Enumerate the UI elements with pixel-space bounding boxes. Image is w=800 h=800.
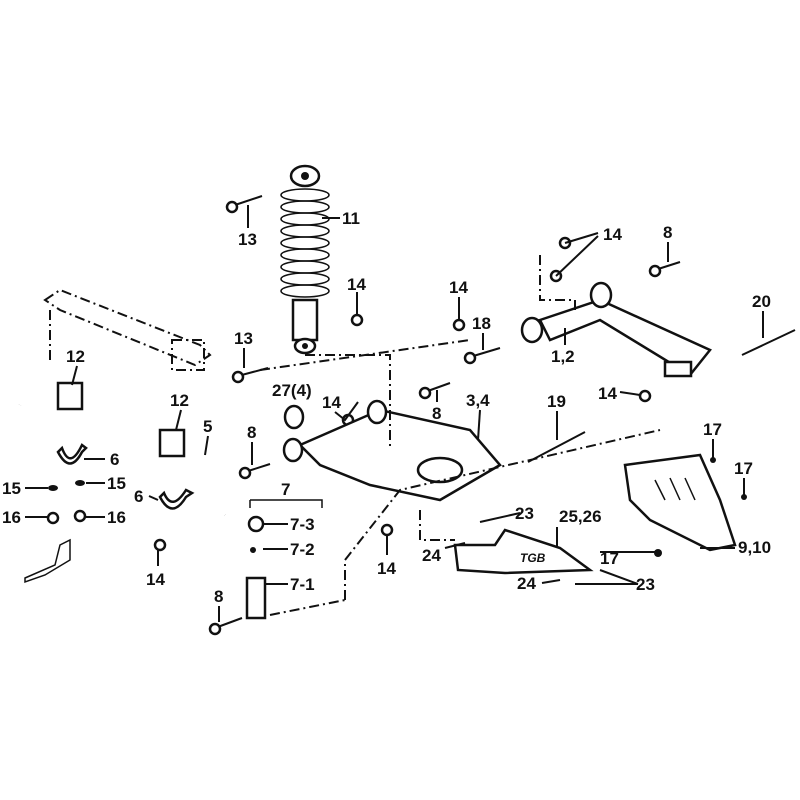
frame-section [43, 288, 212, 371]
label-13-low: 13 [234, 329, 253, 348]
label-14-g: 14 [377, 559, 396, 578]
label-16-b: 16 [107, 508, 126, 527]
label-27-4: 27(4) [272, 381, 312, 400]
label-17-c: 17 [600, 549, 619, 568]
label-8-a: 8 [663, 223, 672, 242]
label-9-10: 9,10 [738, 538, 771, 557]
tgb-logo: TGB [520, 551, 546, 565]
label-24-b: 24 [517, 574, 536, 593]
label-5: 5 [203, 417, 212, 436]
label-14-a: 14 [347, 275, 366, 294]
label-7-1: 7-1 [290, 575, 315, 594]
label-6-b: 6 [134, 487, 143, 506]
label-8-c: 8 [247, 423, 256, 442]
label-7: 7 [281, 480, 290, 499]
label-14-b: 14 [449, 278, 468, 297]
label-19: 19 [547, 392, 566, 411]
nuts [153, 236, 652, 552]
label-12-a: 12 [66, 347, 85, 366]
stabilizer-bar [17, 381, 227, 518]
upper-arm [520, 281, 712, 378]
skid-plate [623, 453, 737, 552]
label-23-b: 23 [636, 575, 655, 594]
label-18: 18 [472, 314, 491, 333]
label-7-2: 7-2 [290, 540, 315, 559]
assembly-lines [259, 255, 661, 616]
part-labels: 11 13 13 14 14 14 14 14 14 14 8 8 8 8 18… [2, 209, 771, 606]
lower-arm [282, 399, 502, 502]
label-15-b: 15 [107, 474, 126, 493]
label-17-b: 17 [734, 459, 753, 478]
label-14-c: 14 [603, 225, 622, 244]
label-7-3: 7-3 [290, 515, 315, 534]
label-16-a: 16 [2, 508, 21, 527]
stabilizer-link [245, 499, 323, 620]
guard-plate: TGB [453, 528, 594, 575]
label-13-top: 13 [238, 230, 257, 249]
shock-absorber [280, 164, 330, 355]
label-17-a: 17 [703, 420, 722, 439]
label-8-d: 8 [214, 587, 223, 606]
label-23-a: 23 [515, 504, 534, 523]
label-leaders [25, 205, 764, 622]
label-25-26: 25,26 [559, 507, 602, 526]
label-14-e: 14 [322, 393, 341, 412]
label-20: 20 [752, 292, 771, 311]
label-12-b: 12 [170, 391, 189, 410]
label-15-a: 15 [2, 479, 21, 498]
label-6-a: 6 [110, 450, 119, 469]
brackets [24, 443, 195, 584]
label-11: 11 [342, 209, 360, 228]
label-3-4: 3,4 [466, 391, 490, 410]
label-14-f: 14 [146, 570, 165, 589]
label-24-a: 24 [422, 546, 441, 565]
label-1-2: 1,2 [551, 347, 575, 366]
label-8-b: 8 [432, 404, 441, 423]
label-14-d: 14 [598, 384, 617, 403]
